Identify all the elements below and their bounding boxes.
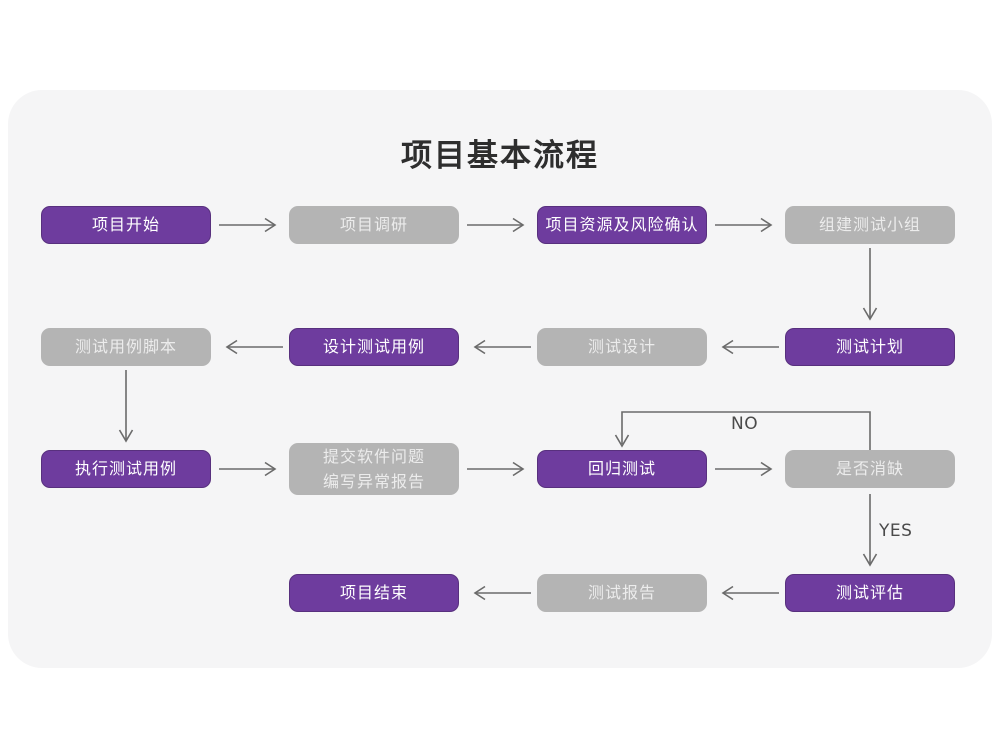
flow-node-project-research[interactable]: 项目调研 [289,206,459,244]
edge-label-yes: YES [879,521,913,541]
flow-node-defect-cleared[interactable]: 是否消缺 [785,450,955,488]
flow-node-build-test-team[interactable]: 组建测试小组 [785,206,955,244]
flow-node-resource-risk-confirm[interactable]: 项目资源及风险确认 [537,206,707,244]
flow-node-design-test-case[interactable]: 设计测试用例 [289,328,459,366]
flowchart-card [8,90,992,668]
flow-node-execute-test-case[interactable]: 执行测试用例 [41,450,211,488]
flow-node-test-design[interactable]: 测试设计 [537,328,707,366]
flow-node-project-start[interactable]: 项目开始 [41,206,211,244]
page-title: 项目基本流程 [401,138,599,174]
flow-node-test-evaluation[interactable]: 测试评估 [785,574,955,612]
flow-node-project-end[interactable]: 项目结束 [289,574,459,612]
edge-label-no: NO [731,414,759,434]
flow-node-test-plan[interactable]: 测试计划 [785,328,955,366]
flow-node-test-case-script[interactable]: 测试用例脚本 [41,328,211,366]
flow-node-regression-test[interactable]: 回归测试 [537,450,707,488]
flow-node-test-report[interactable]: 测试报告 [537,574,707,612]
flow-node-submit-defect-report[interactable]: 提交软件问题 编写异常报告 [289,443,459,495]
